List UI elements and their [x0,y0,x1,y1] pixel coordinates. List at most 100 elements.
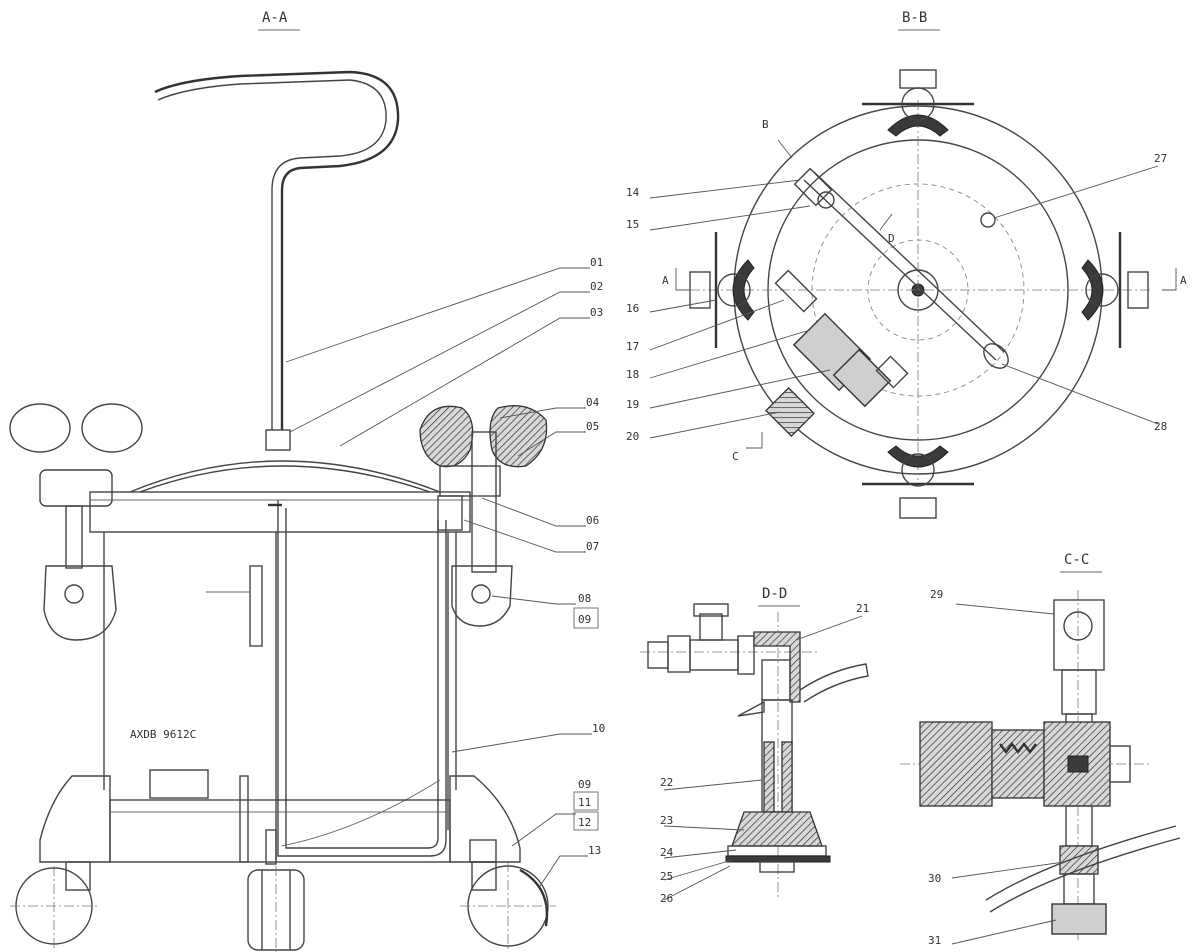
dd-coupling [737,635,755,675]
leader-01 [285,267,590,363]
regulator-cap [832,348,892,408]
clamp-right [1081,232,1149,348]
dd-base-plate [725,855,831,863]
dd-valve-cap [693,603,729,617]
label-15: 15 [626,218,639,231]
diag-tube-fitting [793,167,833,207]
clamp-top [862,69,974,137]
label-07: 07 [586,540,599,553]
leader-24 [663,849,737,859]
leader-12 [511,813,576,847]
view-bb: B-B [626,10,1187,519]
cc-regulator-spring [991,729,1045,799]
leader-21 [795,615,863,641]
diag-tube-a [803,179,997,361]
cc-spring-coil [999,742,1037,754]
clamp-left-pin [64,584,84,604]
wing-right-b [489,405,548,468]
lid-rim [89,491,471,533]
mark-b-top: B [762,118,769,131]
label-11-box [573,791,599,811]
lid-dome [129,460,441,493]
safety-valve [765,387,815,437]
diag-tube-end [983,343,1009,369]
leader-19 [649,369,831,409]
label-30: 30 [928,872,941,885]
label-09b: 09 [578,778,591,791]
gauge-stub [875,355,909,389]
cc-top-fitting [1053,599,1105,671]
label-21: 21 [856,602,869,615]
leader-23 [663,825,745,831]
clamp-right-knob [1085,273,1119,307]
label-14: 14 [626,186,640,199]
label-12-box [573,811,599,831]
cc-hose-b [989,837,1181,913]
cc-top-ball [1063,611,1093,641]
clamp-left-bracket [43,565,117,641]
leader-05 [517,431,586,457]
clamp-bottom-hook [887,445,949,468]
dd-hose [799,663,869,703]
dd-inlet-nut [667,635,691,673]
base-left-foot [39,775,111,863]
clamp-right-nut [1127,271,1149,309]
leader-27 [993,165,1159,219]
clamp-bottom [862,445,974,519]
base-right-foot [449,775,521,863]
liner-bottom-curve [281,779,441,847]
label-28: 28 [1154,420,1167,433]
clamp-right-nut [439,465,501,497]
dd-nut [759,861,795,873]
wing-left-body [39,469,113,507]
caster-mount-right [469,839,497,863]
leader-08 [491,595,576,605]
caster-right-tread [519,868,549,927]
clamp-left-knob [717,273,751,307]
leader-03 [339,317,590,447]
lid-dome-inner [139,465,431,493]
cc-bottom-coupling [1051,903,1107,935]
leader-17 [649,299,785,351]
label-05: 05 [586,420,599,433]
label-11: 11 [578,796,591,809]
relief-valve [980,212,996,228]
leader-02 [289,291,590,433]
dd-clip [737,700,765,717]
label-04: 04 [586,396,600,409]
label-25: 25 [660,870,673,883]
dd-tube-wall-left [763,741,775,813]
label-09: 09 [578,613,591,626]
leader-30 [951,861,1065,879]
label-29: 29 [930,588,943,601]
label-27: 27 [1154,152,1167,165]
leader-26 [663,865,731,901]
label-23: 23 [660,814,673,827]
mark-c-bottom: C [732,450,739,463]
leader-28 [1001,363,1159,425]
cc-lower-tube [1065,805,1093,847]
cc-hose-a [985,825,1177,901]
leader-16 [649,299,717,313]
clamp-top-nut [899,69,937,89]
mark-b-arrow [777,139,793,159]
cc-right-port [1109,745,1131,783]
diag-tube-b [813,171,1005,353]
view-cc-title: C-C [1064,552,1089,568]
handle-outer [154,70,400,430]
handle-socket [265,429,291,451]
caster-left-fork [65,861,91,891]
label-13: 13 [588,844,601,857]
clamp-left-bolt [65,505,83,569]
leader-18 [649,329,811,379]
dd-tube-wall-right [781,741,793,813]
view-bb-title: B-B [902,10,927,26]
dd-valve-body [689,639,739,671]
mark-a-right: A [1180,274,1187,287]
lid-latch [437,495,463,531]
leader-04 [499,407,586,419]
label-24: 24 [660,846,674,859]
cc-regulator-cap [919,721,993,807]
dd-elbow [753,631,801,703]
